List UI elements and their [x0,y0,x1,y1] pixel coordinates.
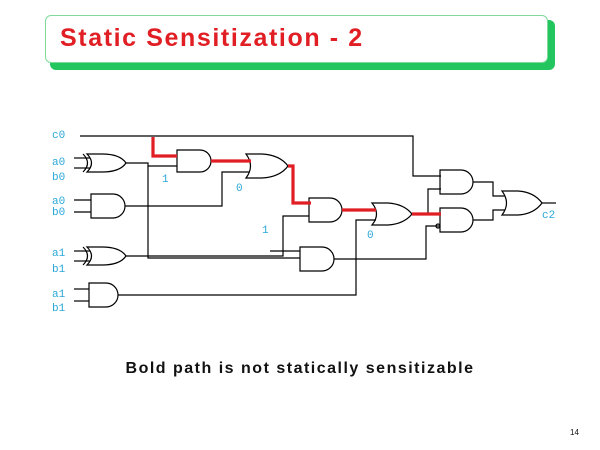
and-gate-4 [308,197,343,223]
input-label-b0-and: b0 [52,207,66,219]
side-value-2: 0 [236,183,243,195]
xor-gate-1 [82,153,127,173]
input-label-a0-xor: a0 [52,157,66,169]
side-value-4: 0 [367,230,374,242]
and-gate-5 [299,246,335,272]
and-gate-3 [176,149,212,173]
input-label-b0-xor: b0 [52,172,66,184]
bold-path [151,137,441,216]
input-label-c0: c0 [52,130,66,142]
input-label-a0-and: a0 [52,196,66,208]
xor-gate-2 [82,246,127,266]
input-label-a1-xor: a1 [52,248,66,260]
input-label-b1-xor: b1 [52,264,66,276]
slide-title: Static Sensitization - 2 [60,24,364,52]
side-value-3: 1 [262,225,269,237]
side-value-1: 1 [162,174,169,186]
or-gate-1 [244,153,289,179]
inverter-bubble [435,223,441,229]
or-gate-3 [500,190,543,216]
title-box: Static Sensitization - 2 [45,15,548,63]
input-label-a1-and: a1 [52,289,66,301]
and-gate-2 [88,282,119,308]
page-number: 14 [570,428,579,437]
and-gate-7 [439,207,474,233]
or-gate-2 [370,202,413,226]
slide-caption: Bold path is not statically sensitizable [125,360,475,377]
and-gate-6 [439,169,474,195]
output-label-c2: c2 [542,210,556,222]
and-gate-1 [90,193,126,219]
wires [74,135,556,302]
input-label-b1-and: b1 [52,303,66,315]
